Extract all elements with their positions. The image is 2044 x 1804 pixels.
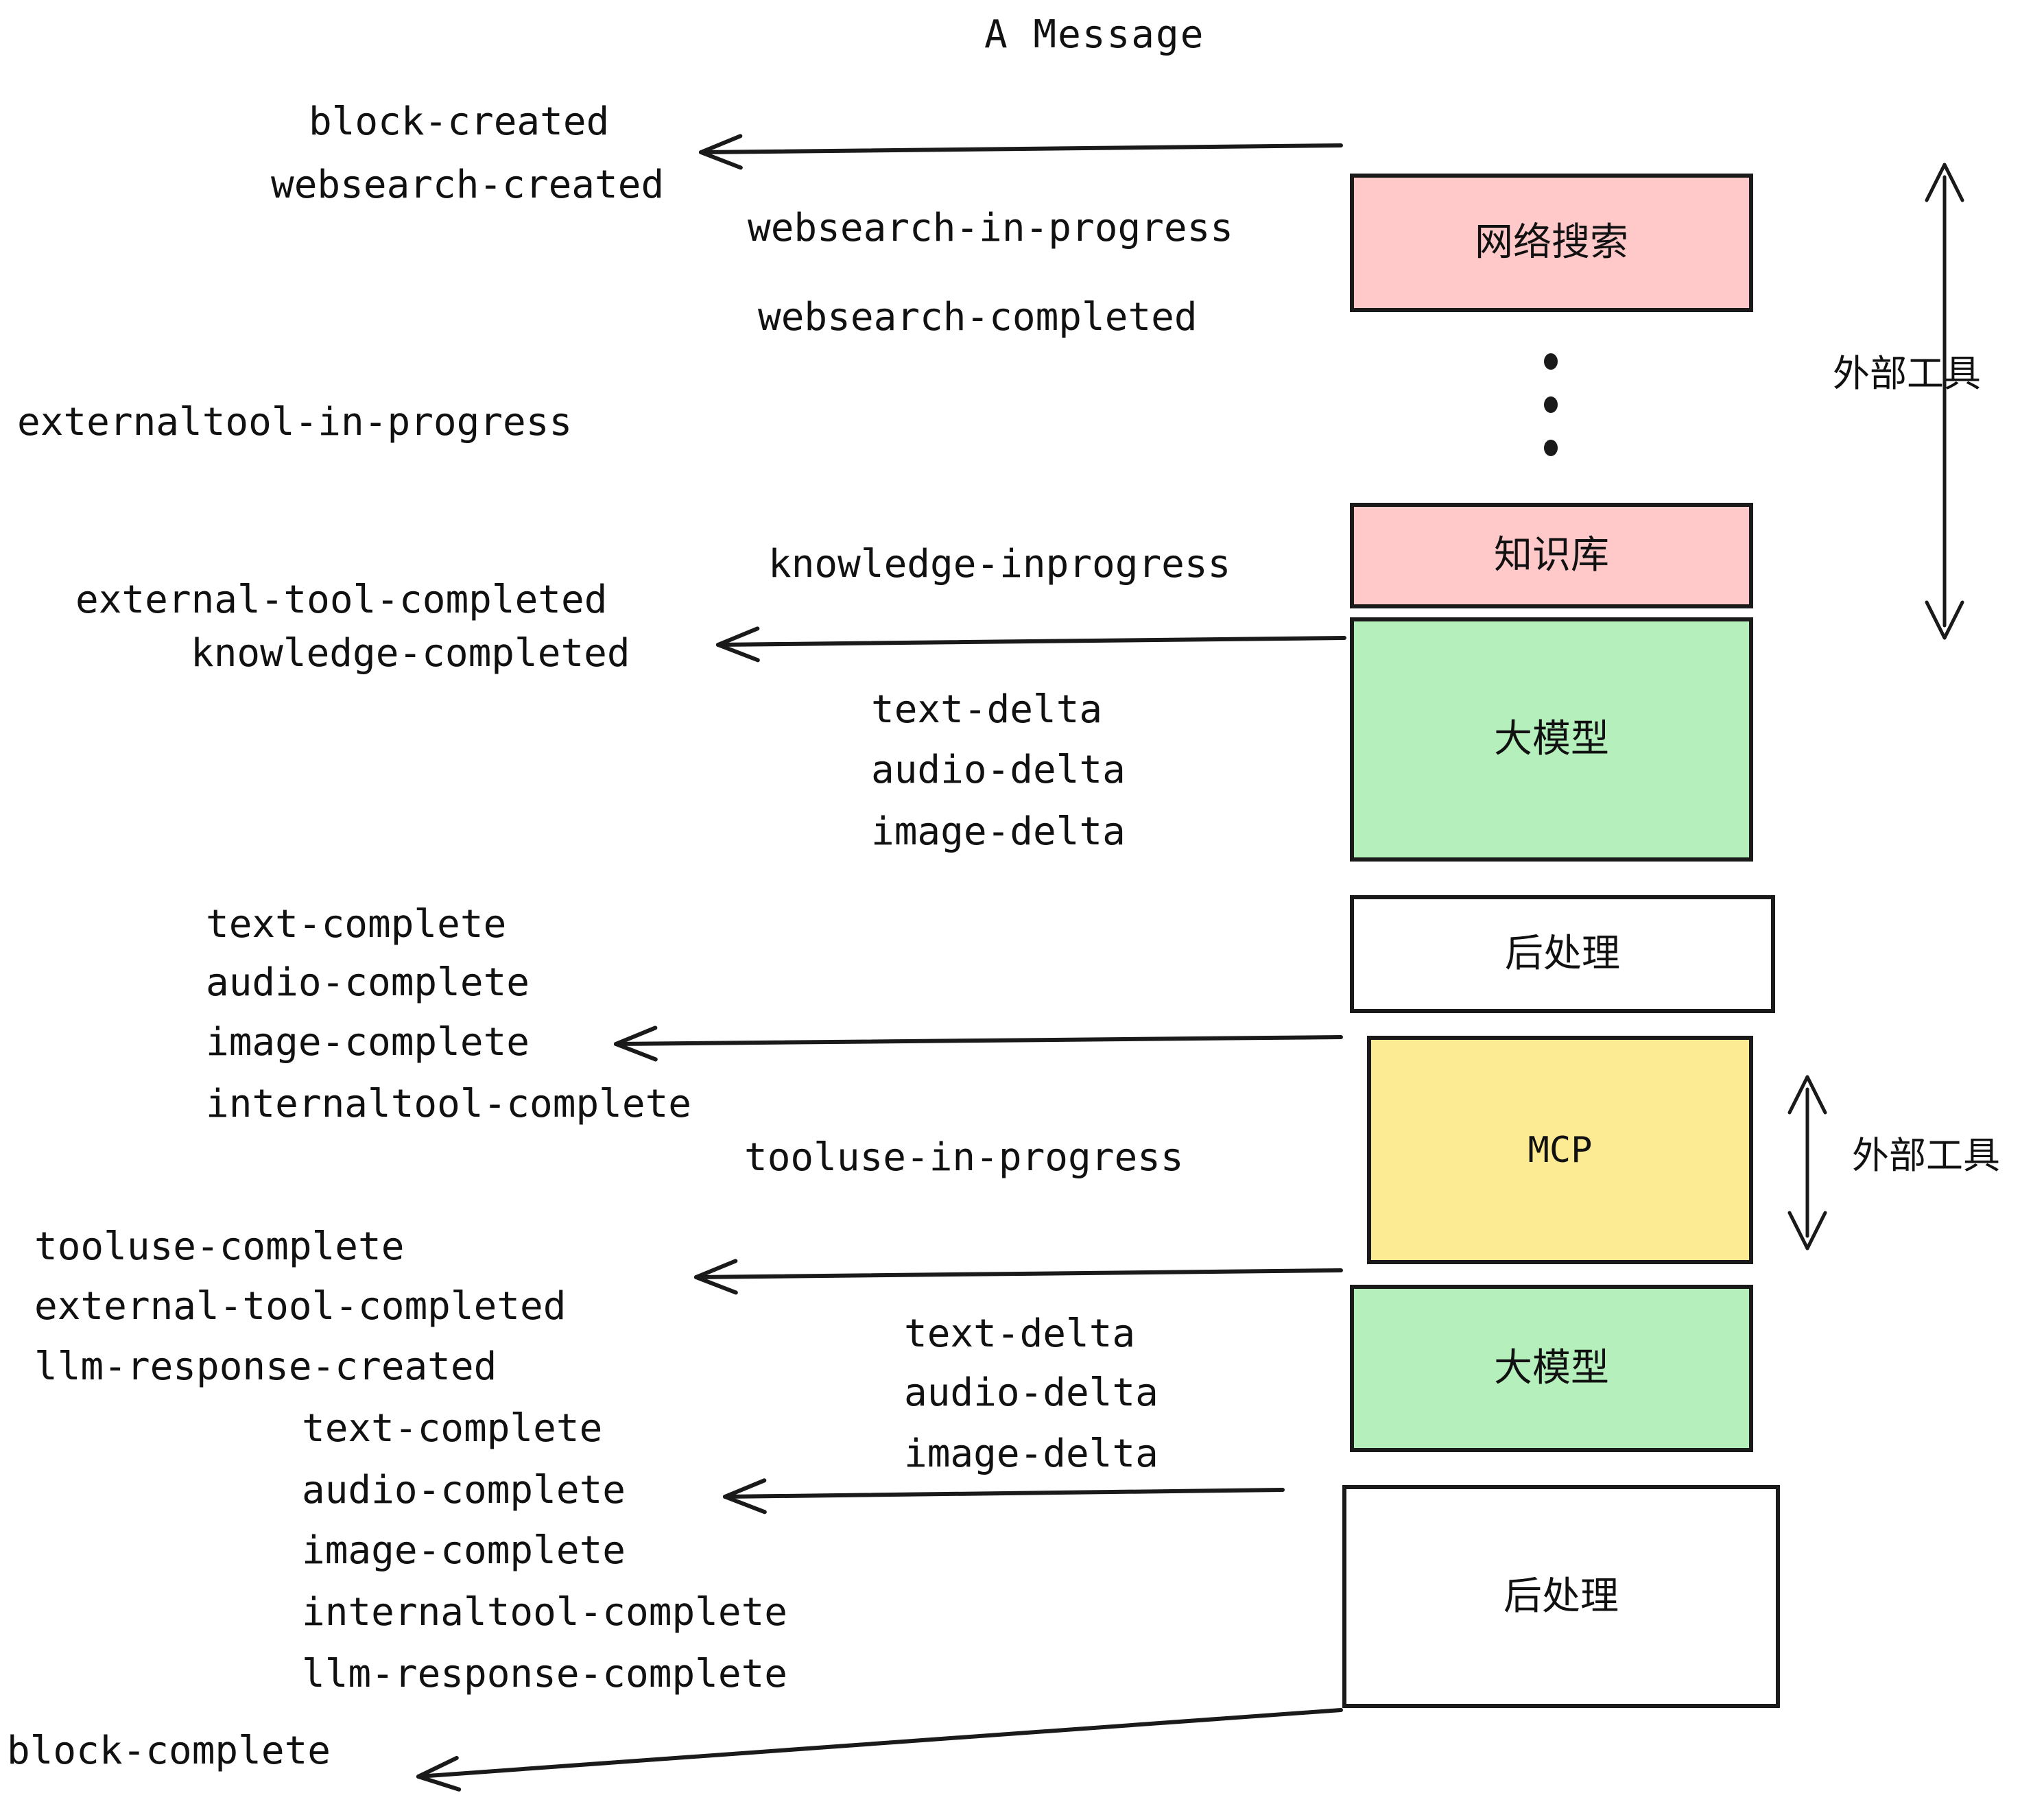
arrow-arrow-block-created: [699, 134, 1343, 170]
event-label-externaltool-in-progress: externaltool-in-progress: [17, 400, 573, 444]
event-label-internaltool-complete-2: internaltool-complete: [302, 1590, 788, 1635]
event-label-tooluse-complete: tooluse-complete: [34, 1224, 405, 1269]
node-box-postprocess-1[interactable]: 后处理: [1350, 895, 1775, 1013]
event-label-text-complete-2: text-complete: [302, 1406, 603, 1451]
double-arrow-external-tool-range-top: [1925, 163, 1964, 640]
node-box-label: 大模型: [1494, 1346, 1609, 1390]
node-box-postprocess-2[interactable]: 后处理: [1342, 1485, 1780, 1708]
page-title: A Message: [984, 12, 1205, 57]
node-box-label: 大模型: [1494, 717, 1609, 761]
event-label-audio-delta-1: audio-delta: [871, 748, 1126, 792]
double-arrow-external-tool-range-bottom: [1787, 1075, 1827, 1250]
vertical-ellipsis-icon: [1543, 353, 1558, 456]
arrow-arrow-audio-complete: [723, 1478, 1285, 1515]
event-label-text-complete-1: text-complete: [206, 902, 507, 947]
ellipsis-dot: [1544, 353, 1558, 370]
event-label-knowledge-inprogress: knowledge-inprogress: [768, 542, 1231, 586]
node-box-label: 网络搜索: [1475, 220, 1628, 265]
event-label-websearch-completed: websearch-completed: [758, 295, 1198, 340]
event-label-text-delta-1: text-delta: [871, 687, 1103, 732]
side-label-external-tools-top: 外部工具: [1833, 352, 1981, 395]
arrow-arrow-tooluse-complete: [694, 1259, 1343, 1295]
event-label-external-tool-completed-1: external-tool-completed: [75, 578, 608, 622]
event-label-llm-response-created: llm-response-created: [34, 1344, 497, 1389]
node-box-websearch[interactable]: 网络搜索: [1350, 174, 1753, 312]
event-label-knowledge-completed: knowledge-completed: [191, 631, 630, 676]
node-box-knowledge[interactable]: 知识库: [1350, 503, 1753, 608]
event-label-internaltool-complete-1: internaltool-complete: [206, 1082, 692, 1126]
node-box-label: 后处理: [1505, 931, 1620, 976]
node-box-llm-1[interactable]: 大模型: [1350, 617, 1753, 862]
event-label-image-delta-2: image-delta: [904, 1432, 1158, 1476]
event-label-llm-response-complete: llm-response-complete: [302, 1652, 788, 1696]
event-label-text-delta-2: text-delta: [904, 1312, 1136, 1356]
event-label-image-complete-1: image-complete: [206, 1020, 530, 1065]
event-label-websearch-in-progress: websearch-in-progress: [748, 206, 1234, 250]
event-label-audio-complete-2: audio-complete: [302, 1468, 626, 1512]
event-label-websearch-created: websearch-created: [271, 163, 665, 207]
event-label-tooluse-in-progress: tooluse-in-progress: [744, 1135, 1184, 1180]
event-label-external-tool-completed-2: external-tool-completed: [34, 1284, 567, 1329]
arrow-arrow-knowledge-done: [716, 626, 1346, 663]
node-box-label: MCP: [1528, 1129, 1593, 1171]
event-label-audio-delta-2: audio-delta: [904, 1370, 1158, 1415]
node-box-llm-2[interactable]: 大模型: [1350, 1285, 1753, 1452]
node-box-mcp[interactable]: MCP: [1367, 1036, 1753, 1264]
event-label-audio-complete-1: audio-complete: [206, 960, 530, 1005]
ellipsis-dot: [1544, 396, 1558, 413]
event-label-block-created: block-created: [309, 99, 610, 144]
ellipsis-dot: [1544, 440, 1558, 456]
event-label-image-delta-1: image-delta: [871, 809, 1126, 854]
event-label-block-complete: block-complete: [7, 1729, 331, 1773]
node-box-label: 后处理: [1504, 1574, 1619, 1619]
arrow-arrow-image-complete: [614, 1025, 1343, 1062]
node-box-label: 知识库: [1494, 533, 1609, 578]
side-label-external-tools-bottom: 外部工具: [1852, 1134, 2000, 1177]
arrow-arrow-block-complete: [416, 1708, 1343, 1792]
event-label-image-complete-2: image-complete: [302, 1528, 626, 1573]
